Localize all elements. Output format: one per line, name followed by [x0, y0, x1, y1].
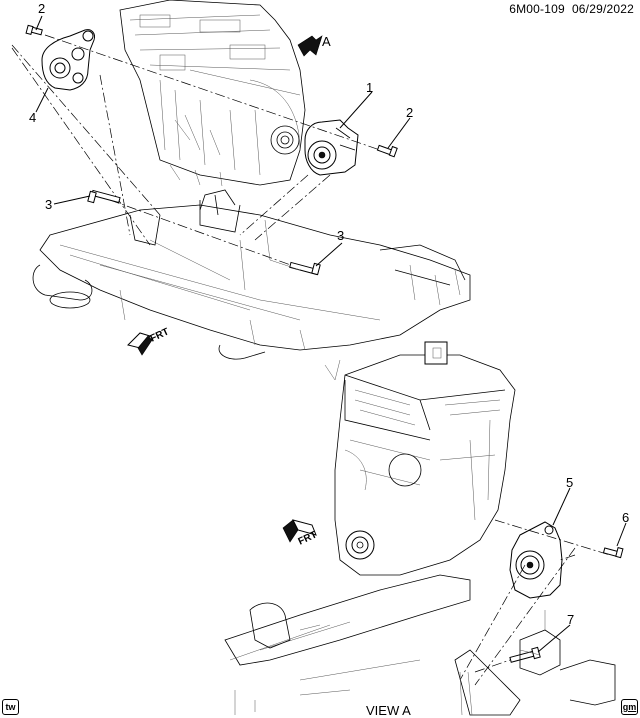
- upper-drive-unit: [119, 0, 306, 187]
- frt-arrow-lower: [282, 519, 317, 543]
- mount-bracket-left: [41, 29, 95, 91]
- guide-lines-lower: [459, 519, 611, 686]
- callout-5: 5: [566, 475, 574, 490]
- lower-subframe: [224, 574, 616, 716]
- frt-arrow-upper: [127, 332, 153, 356]
- lower-drive-unit: [324, 341, 516, 576]
- callout-1: 1: [366, 80, 374, 95]
- bolt-upper-left: [25, 24, 43, 36]
- bolt-upper-right: [376, 144, 398, 158]
- mount-bracket-view-a: [509, 521, 563, 599]
- doc-id: 6M00-109: [509, 2, 565, 16]
- tw-badge: tw: [2, 699, 19, 715]
- guide-lines-upper: [11, 34, 381, 273]
- view-a-arrow: [297, 35, 323, 57]
- view-a-label: VIEW A: [366, 703, 411, 718]
- bolt-frame-left: [87, 189, 121, 204]
- callout-2-upper-left: 2: [38, 1, 46, 16]
- callout-4: 4: [29, 110, 37, 125]
- bolt-frame-right: [289, 261, 321, 276]
- callout-3-left: 3: [45, 197, 53, 212]
- callout-leaders: [35, 15, 627, 653]
- gm-logo-badge: gm: [621, 699, 638, 715]
- doc-date: 06/29/2022: [571, 2, 634, 16]
- document-id-date: 6M00-109 06/29/2022: [509, 2, 634, 16]
- callout-3-right: 3: [337, 228, 345, 243]
- callout-6: 6: [622, 510, 630, 525]
- callout-2-upper-right: 2: [406, 105, 414, 120]
- bolt-view-a: [602, 547, 624, 559]
- bolt-frame-view-a: [509, 646, 541, 663]
- view-a-arrow-label: A: [322, 34, 331, 49]
- callout-7: 7: [567, 612, 575, 627]
- upper-subframe: [32, 189, 471, 360]
- mount-bracket-right: [304, 119, 359, 176]
